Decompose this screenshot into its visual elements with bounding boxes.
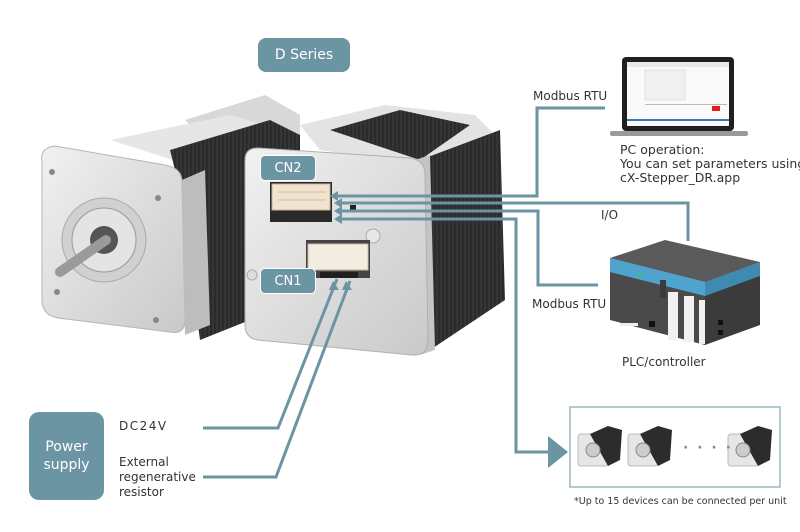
stepper-motor-rear <box>244 105 505 356</box>
chain-box <box>569 406 781 488</box>
mini-motor-2 <box>627 426 672 467</box>
io-label: I/O <box>601 208 619 222</box>
plc-modbus-label: Modbus RTU <box>532 297 607 311</box>
connection-lines <box>203 106 690 479</box>
series-badge: D Series <box>258 38 350 72</box>
line-plc-modbus <box>336 209 598 287</box>
resistor-label: External regenerative resistor <box>119 455 196 499</box>
cn2-arrowheads <box>329 191 352 290</box>
power-supply-badge: Power supply <box>29 412 104 500</box>
mini-motor-3 <box>727 426 772 467</box>
line-daisy-chain <box>336 217 550 454</box>
chain-ellipsis: · · · · <box>683 440 733 456</box>
dc24v-label: DC24V <box>119 419 168 433</box>
mini-motor-1 <box>577 426 622 467</box>
line-io <box>336 201 690 241</box>
cn2-badge: CN2 <box>260 155 316 181</box>
chain-motors <box>577 426 772 467</box>
line-dc24v <box>203 278 339 430</box>
cn1-badge: CN1 <box>260 268 316 294</box>
daisy-chain-arrow-icon <box>548 436 568 468</box>
plc-controller-icon <box>610 240 760 345</box>
line-resistor <box>203 280 352 479</box>
line-pc-modbus <box>332 106 605 198</box>
chain-note: *Up to 15 devices can be connected per u… <box>574 496 787 507</box>
pc-caption: PC operation: You can set parameters usi… <box>620 142 800 185</box>
plc-caption: PLC/controller <box>622 355 706 369</box>
laptop-icon <box>610 57 748 136</box>
pc-modbus-label: Modbus RTU <box>533 89 608 103</box>
